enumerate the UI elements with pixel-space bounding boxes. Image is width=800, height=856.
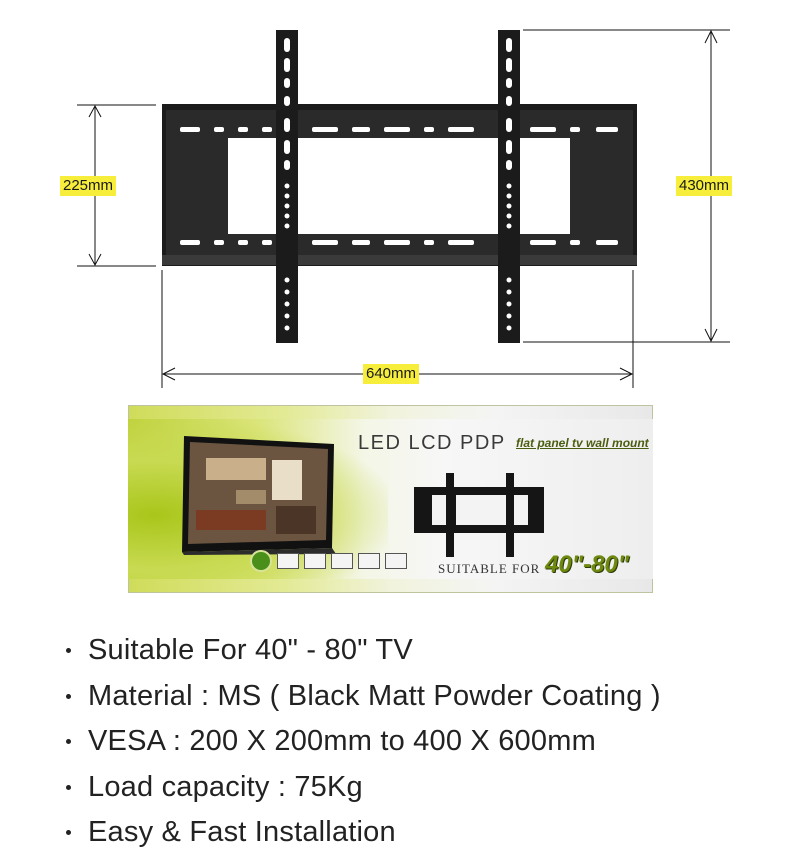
tv-icon [277, 553, 299, 569]
tv-image [182, 436, 336, 555]
list-item: Material : MS ( Black Matt Powder Coatin… [66, 674, 661, 720]
box-bracket-image [414, 473, 544, 557]
dimension-label-430: 430mm [676, 176, 733, 196]
box-sub-line: flat panel tv wall mount [516, 436, 649, 450]
bracket-diagram [77, 29, 730, 388]
feature-text: Suitable For 40" - 80" TV [88, 634, 413, 667]
product-box: LED LCD PDP flat panel tv wall mount SUI… [128, 405, 653, 595]
feature-text: Material : MS ( Black Matt Powder Coatin… [88, 679, 661, 712]
box-size-range: 40"-80" [545, 551, 630, 578]
dimension-label-225: 225mm [60, 176, 117, 196]
bullet-icon [66, 739, 71, 745]
bracket-arm-left [276, 30, 298, 343]
bullet-icon [66, 648, 71, 654]
bullet-icon [66, 784, 71, 790]
bullet-icon [66, 830, 71, 836]
badge-icon [250, 550, 272, 572]
ez-icon [358, 553, 380, 569]
vesa-icon [331, 553, 353, 569]
bracket-arm-right [498, 30, 520, 343]
bracket-plate [162, 104, 637, 266]
box-brand-line: LED LCD PDP [358, 432, 506, 454]
feature-icons-row [250, 550, 407, 572]
box-suitable-label: SUITABLE FOR [438, 561, 541, 576]
feature-text: VESA : 200 X 200mm to 400 X 600mm [88, 725, 596, 758]
feature-text: Load capacity : 75Kg [88, 770, 363, 803]
tv-icon [304, 553, 326, 569]
list-item: Easy & Fast Installation [66, 810, 661, 856]
dimension-label-640: 640mm [363, 364, 420, 384]
list-item: Load capacity : 75Kg [66, 765, 661, 811]
feature-text: Easy & Fast Installation [88, 816, 396, 849]
level-icon [385, 553, 407, 569]
list-item: Suitable For 40" - 80" TV [66, 628, 661, 674]
bullet-icon [66, 693, 71, 699]
list-item: VESA : 200 X 200mm to 400 X 600mm [66, 719, 661, 765]
feature-list: Suitable For 40" - 80" TV Material : MS … [66, 628, 661, 856]
